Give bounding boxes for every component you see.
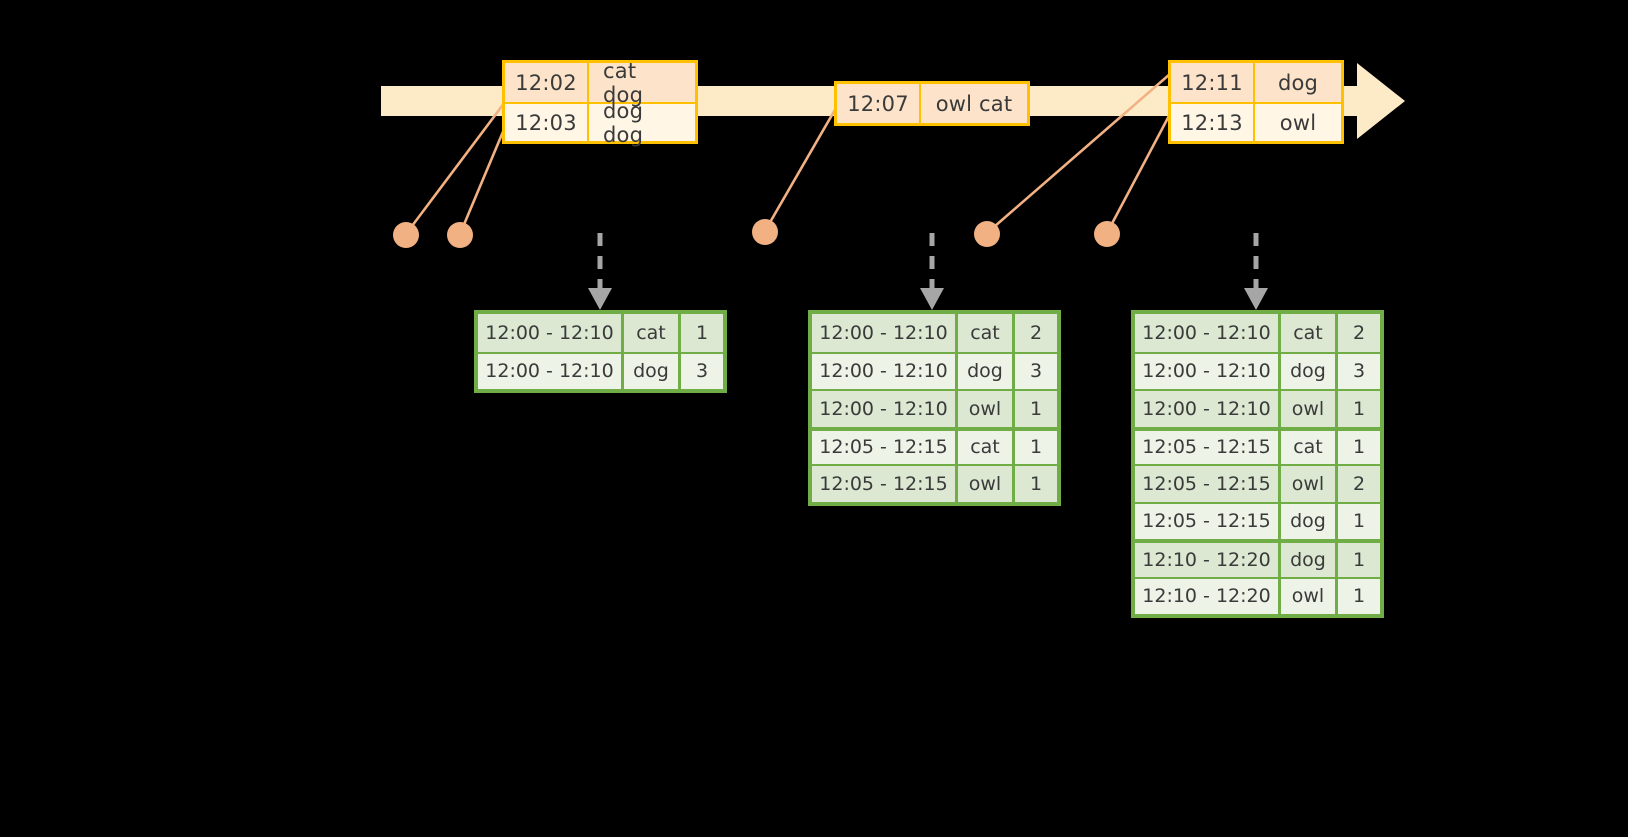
event-time: 12:07 — [837, 84, 921, 123]
table-row: 12:05 - 12:15 owl 2 — [1135, 464, 1380, 502]
table-row: 12:10 - 12:20 owl 1 — [1135, 576, 1380, 614]
table-row: 12:00 - 12:10 dog 3 — [1135, 351, 1380, 389]
event-group-3: 12:11 dog 12:13 owl — [1168, 60, 1344, 144]
cell-word: dog — [624, 353, 681, 389]
event-group-1: 12:02 cat dog 12:03 dog dog — [502, 58, 698, 147]
cell-count: 1 — [1029, 472, 1043, 495]
cell-count: 3 — [695, 360, 709, 383]
cell-window: 12:00 - 12:10 — [1135, 314, 1281, 352]
cell-count: 1 — [695, 321, 709, 344]
cell-count: 1 — [1029, 436, 1043, 459]
table-row: 12:05 - 12:15 owl 1 — [812, 464, 1057, 502]
cell-word: dog — [1281, 543, 1338, 577]
cell-count: 3 — [1352, 360, 1366, 383]
cell-word: owl — [958, 466, 1015, 502]
cell-count: 2 — [1352, 321, 1366, 344]
event-dots — [393, 219, 1120, 248]
result-table-2: 12:00 - 12:10 cat 2 12:00 - 12:10 dog 3 … — [808, 310, 1061, 506]
cell-window: 12:10 - 12:20 — [1135, 543, 1281, 577]
cell-count: 1 — [1352, 585, 1366, 608]
event-row: 12:07 owl cat — [837, 84, 1027, 123]
event-row: 12:03 dog dog — [505, 98, 695, 147]
event-dot-1207 — [752, 219, 778, 245]
event-time: 12:11 — [1171, 63, 1255, 102]
cell-window: 12:00 - 12:10 — [478, 314, 624, 352]
cell-count: 1 — [1029, 397, 1043, 420]
event-time: 12:02 — [505, 63, 589, 102]
table-row: 12:05 - 12:15 cat 1 — [812, 426, 1057, 464]
cell-window: 12:00 - 12:10 — [812, 314, 958, 352]
event-dot-1202 — [393, 222, 419, 248]
event-words: owl cat — [935, 91, 1013, 116]
table-row: 12:05 - 12:15 dog 1 — [1135, 501, 1380, 539]
cell-count: 1 — [1352, 397, 1366, 420]
cell-window: 12:05 - 12:15 — [812, 466, 958, 502]
table-row: 12:00 - 12:10 owl 1 — [812, 389, 1057, 427]
result-arrowheads — [588, 288, 1268, 310]
result-table-1: 12:00 - 12:10 cat 1 12:00 - 12:10 dog 3 — [474, 310, 727, 393]
event-row: 12:11 dog — [1171, 63, 1341, 102]
event-dot-1203 — [447, 222, 473, 248]
result-arrows — [597, 233, 1259, 290]
event-time: 12:03 — [505, 104, 589, 141]
table-row: 12:00 - 12:10 dog 3 — [478, 351, 723, 389]
table-row: 12:10 - 12:20 dog 1 — [1135, 539, 1380, 577]
cell-window: 12:05 - 12:15 — [812, 430, 958, 464]
event-group-2: 12:07 owl cat — [834, 81, 1030, 126]
cell-word: dog — [1281, 503, 1338, 539]
cell-word: dog — [1281, 353, 1338, 389]
cell-count: 1 — [1352, 436, 1366, 459]
cell-window: 12:05 - 12:15 — [1135, 430, 1281, 464]
cell-word: owl — [1281, 391, 1338, 427]
table-row: 12:00 - 12:10 cat 2 — [812, 314, 1057, 352]
event-row: 12:02 cat dog — [505, 58, 695, 107]
event-words: cat dog — [603, 58, 644, 107]
cell-word: cat — [958, 314, 1015, 352]
cell-word: cat — [624, 314, 681, 352]
cell-window: 12:00 - 12:10 — [812, 391, 958, 427]
table-row: 12:00 - 12:10 cat 1 — [478, 314, 723, 352]
cell-word: cat — [1281, 430, 1338, 464]
result-table-3: 12:00 - 12:10 cat 2 12:00 - 12:10 dog 3 … — [1131, 310, 1384, 618]
cell-window: 12:05 - 12:15 — [1135, 466, 1281, 502]
cell-window: 12:00 - 12:10 — [1135, 353, 1281, 389]
event-dot-1211 — [974, 221, 1000, 247]
cell-window: 12:00 - 12:10 — [812, 353, 958, 389]
table-row: 12:05 - 12:15 cat 1 — [1135, 426, 1380, 464]
event-time: 12:13 — [1171, 104, 1255, 141]
cell-count: 2 — [1029, 321, 1043, 344]
cell-window: 12:10 - 12:20 — [1135, 578, 1281, 614]
cell-window: 12:00 - 12:10 — [1135, 391, 1281, 427]
event-dot-1213 — [1094, 221, 1120, 247]
table-row: 12:00 - 12:10 owl 1 — [1135, 389, 1380, 427]
event-words: owl — [1279, 110, 1317, 135]
cell-word: owl — [958, 391, 1015, 427]
cell-word: dog — [958, 353, 1015, 389]
cell-count: 2 — [1352, 472, 1366, 495]
cell-word: owl — [1281, 466, 1338, 502]
cell-count: 1 — [1352, 548, 1366, 571]
cell-word: cat — [1281, 314, 1338, 352]
cell-window: 12:00 - 12:10 — [478, 353, 624, 389]
cell-word: owl — [1281, 578, 1338, 614]
cell-count: 3 — [1029, 360, 1043, 383]
cell-word: cat — [958, 430, 1015, 464]
cell-count: 1 — [1352, 510, 1366, 533]
table-row: 12:00 - 12:10 dog 3 — [812, 351, 1057, 389]
table-row: 12:00 - 12:10 cat 2 — [1135, 314, 1380, 352]
event-words: dog — [1277, 70, 1319, 95]
cell-window: 12:05 - 12:15 — [1135, 503, 1281, 539]
event-row: 12:13 owl — [1171, 102, 1341, 141]
event-words: dog dog — [603, 98, 644, 147]
